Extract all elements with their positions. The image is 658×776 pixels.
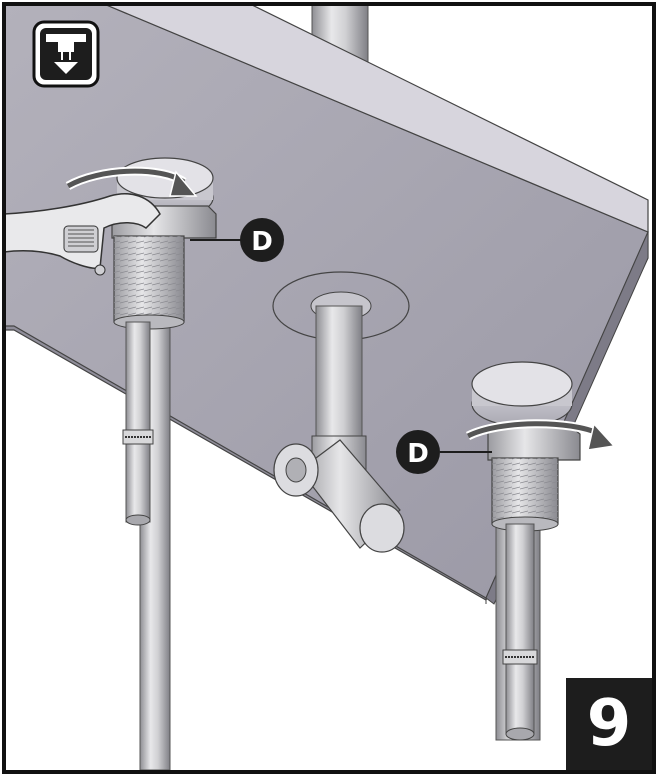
step-number: 9 (586, 687, 632, 761)
step-number-badge: 9 (566, 678, 652, 770)
callout-right: D (396, 430, 492, 474)
adjustable-wrench (3, 193, 161, 276)
center-tee-fitting (272, 271, 410, 553)
callout-label: D (407, 439, 429, 469)
under-sink-install-icon (32, 20, 100, 88)
callout-label: D (251, 227, 273, 257)
clockwise-arrow-icon (465, 419, 616, 451)
right-fitting (471, 361, 581, 741)
clockwise-arrow-icon (65, 166, 198, 197)
callout-left: D (190, 218, 284, 262)
